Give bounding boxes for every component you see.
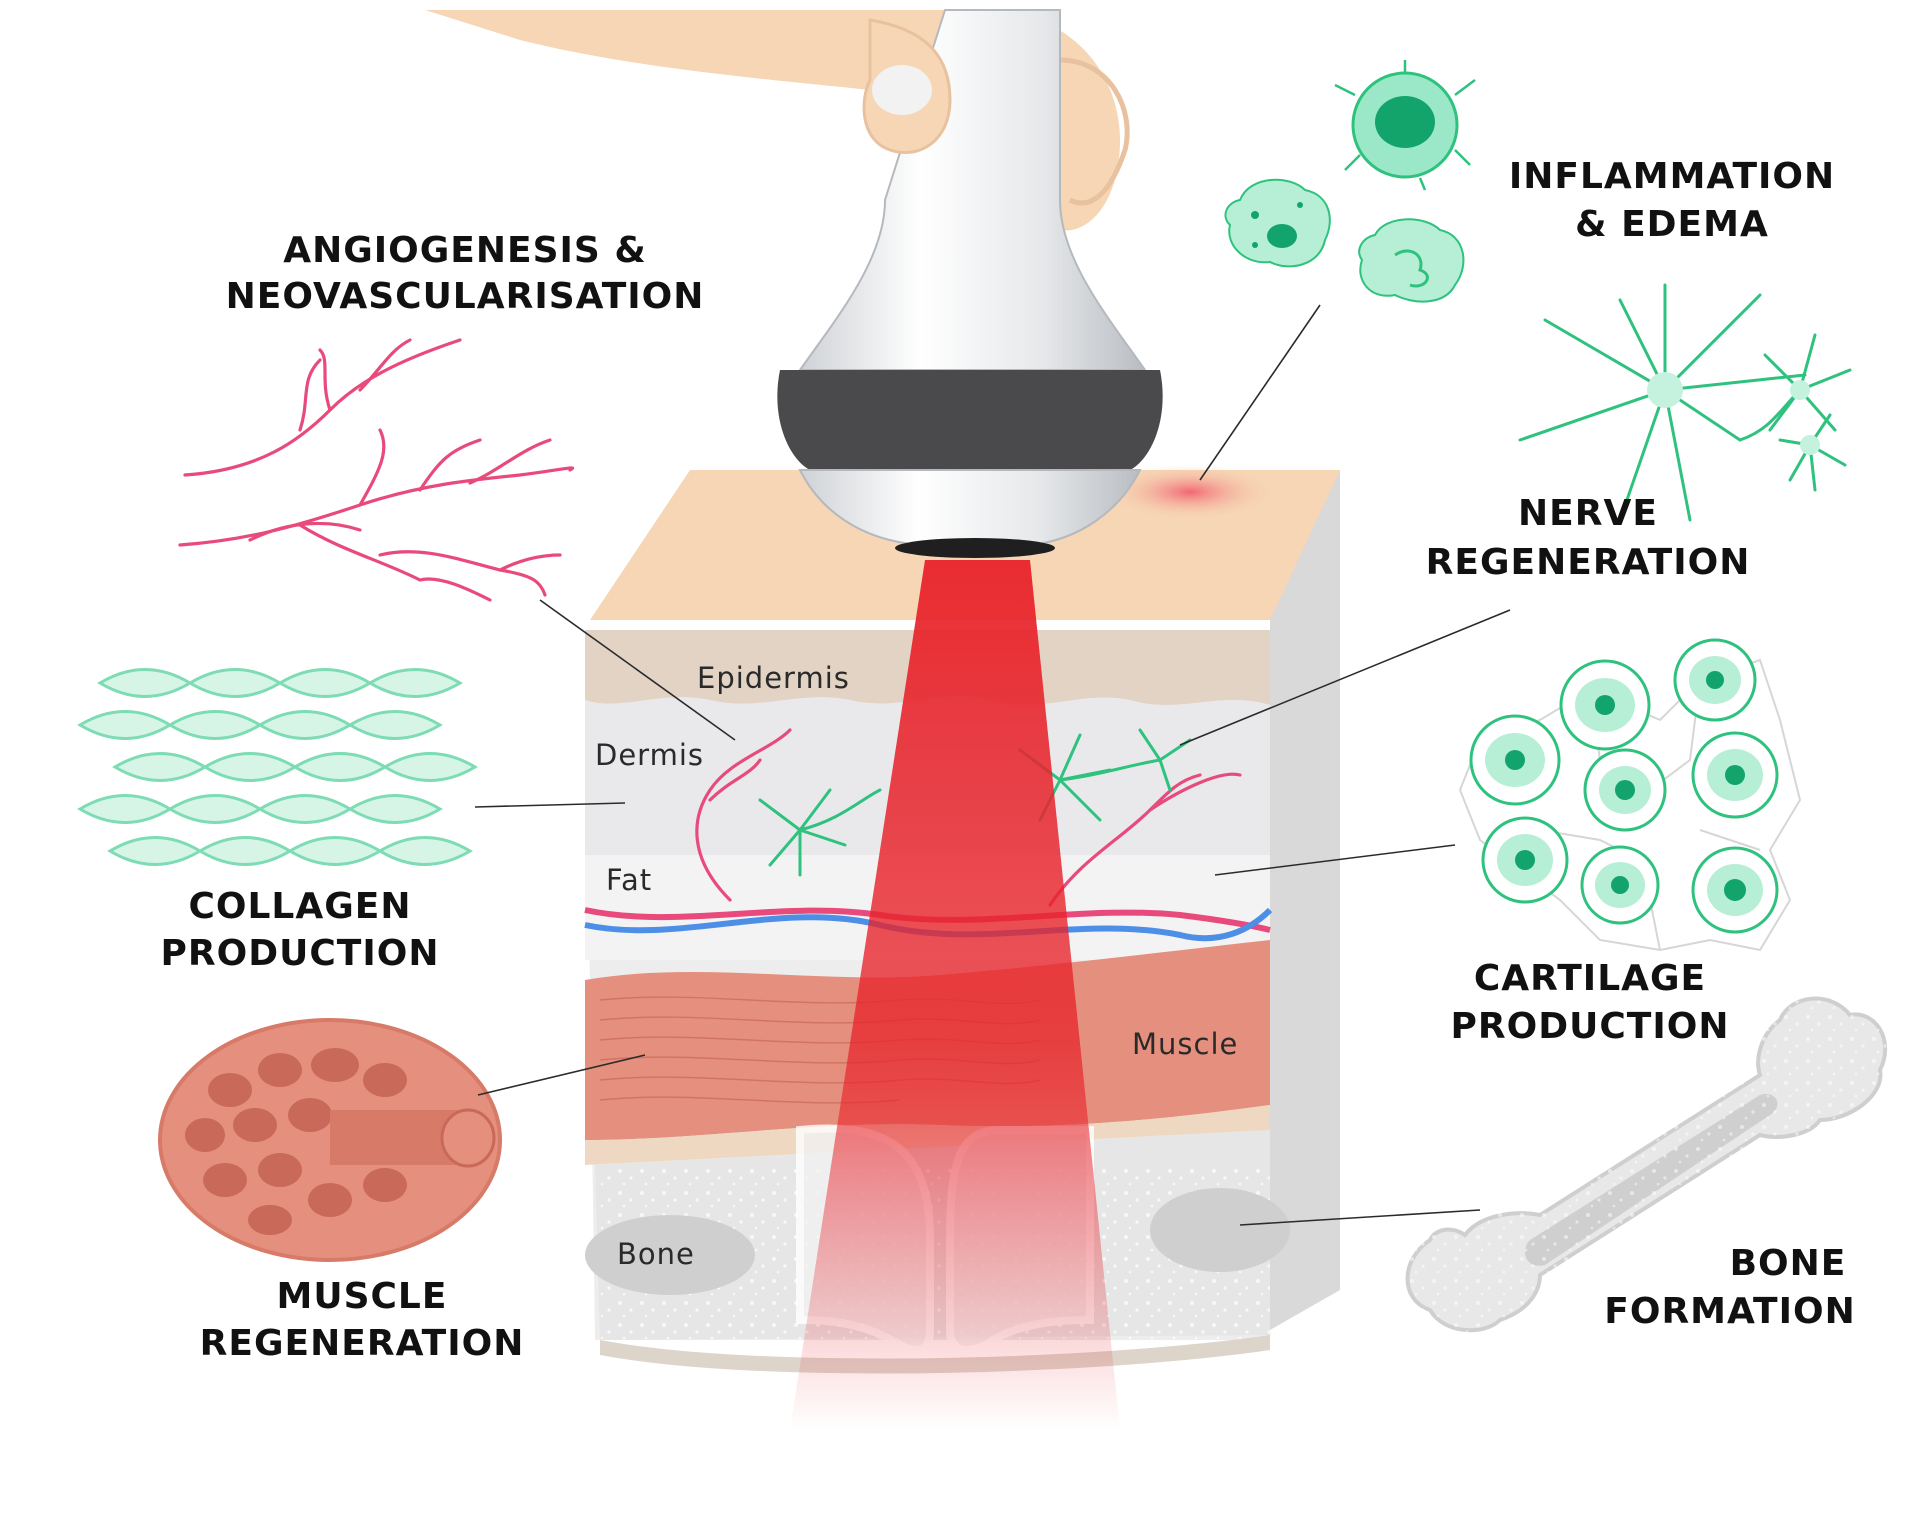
label-inflammation-line1: INFLAMMATION	[1509, 156, 1835, 197]
label-nerve-line1: NERVE	[1518, 493, 1658, 534]
label-angiogenesis-line1: ANGIOGENESIS &	[283, 230, 647, 271]
immune-cell-icon	[1224, 60, 1476, 303]
leader-angiogenesis	[539, 599, 736, 741]
layer-label-fat: Fat	[606, 863, 652, 897]
leader-collagen	[474, 802, 626, 808]
label-inflammation-line2: & EDEMA	[1575, 204, 1769, 245]
blood-vessel-icon	[178, 338, 574, 602]
capillary-branches	[695, 728, 1242, 907]
label-nerve-line2: REGENERATION	[1426, 542, 1751, 583]
nerve-cell-icon	[1518, 283, 1852, 522]
bone-marrow-left	[585, 1215, 755, 1295]
finger-left	[862, 18, 952, 155]
leader-inflammation	[1199, 304, 1321, 481]
muscle-fiber-icon	[158, 1018, 502, 1262]
leader-bone	[1239, 1209, 1481, 1226]
laser-beam	[790, 560, 1120, 1430]
leader-muscle	[477, 1054, 646, 1096]
layer-label-epidermis: Epidermis	[697, 661, 850, 695]
layer-label-bone: Bone	[617, 1237, 695, 1271]
block-side-face	[1270, 470, 1340, 1330]
layer-labels: Epidermis Dermis Fat Muscle Bone	[595, 661, 1238, 1271]
tissue-block	[584, 464, 1340, 1430]
label-cartilage-line2: PRODUCTION	[1451, 1006, 1730, 1047]
label-cartilage-line1: CARTILAGE	[1474, 958, 1706, 999]
layer-label-dermis: Dermis	[595, 738, 704, 772]
layer-label-muscle: Muscle	[1132, 1027, 1238, 1061]
leader-cartilage	[1214, 844, 1456, 876]
label-bone-line1: BONE	[1730, 1243, 1847, 1284]
inflammation-spot	[1105, 464, 1275, 520]
label-collagen-line2: PRODUCTION	[161, 933, 440, 974]
label-bone-line2: FORMATION	[1604, 1291, 1856, 1332]
bone-icon	[1400, 990, 1890, 1340]
laser-probe-icon	[777, 9, 1163, 558]
label-muscle-line2: REGENERATION	[200, 1323, 525, 1364]
callout-labels: ANGIOGENESIS & NEOVASCULARISATION INFLAM…	[161, 156, 1856, 1364]
bone-marrow-right	[1150, 1188, 1290, 1272]
cartilage-cell-icon	[1458, 638, 1802, 952]
leader-lines	[474, 304, 1511, 1226]
label-muscle-line1: MUSCLE	[277, 1276, 448, 1317]
label-angiogenesis-line2: NEOVASCULARISATION	[226, 276, 705, 317]
leader-nerve	[1179, 609, 1511, 746]
label-collagen-line1: COLLAGEN	[188, 886, 411, 927]
collagen-fiber-icon	[77, 668, 478, 866]
